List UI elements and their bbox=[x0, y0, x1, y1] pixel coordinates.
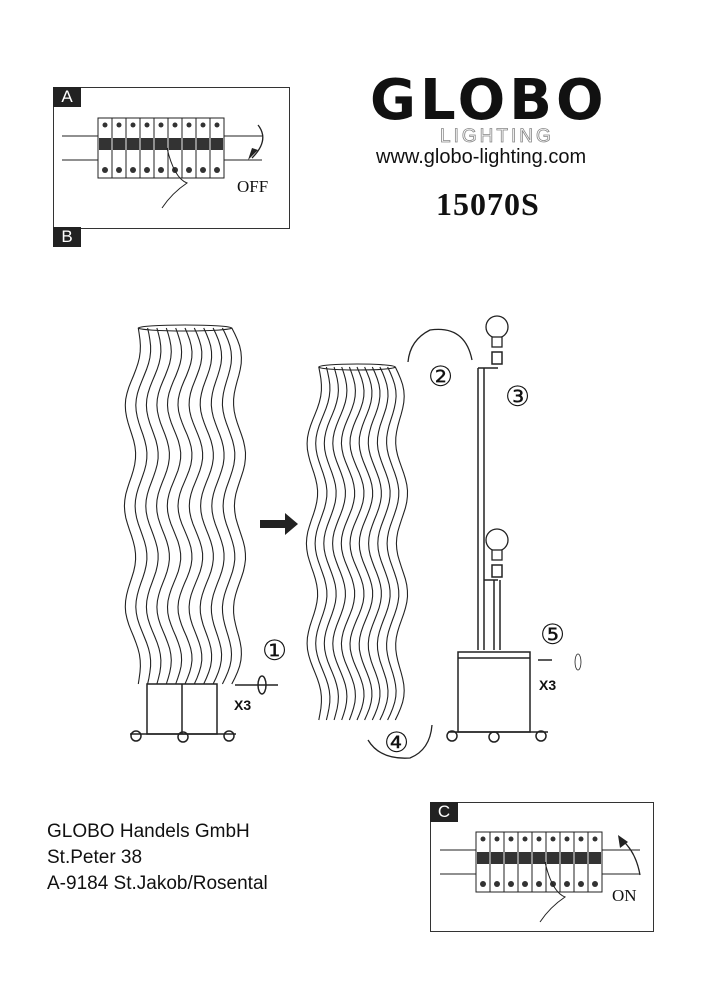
shade-rib bbox=[332, 366, 348, 721]
breaker-off-illustration bbox=[62, 117, 262, 209]
company-city: A-9184 St.Jakob/Rosental bbox=[47, 873, 268, 894]
shade-rib bbox=[199, 327, 214, 685]
model-number: 15070S bbox=[436, 186, 540, 222]
panel-b-label: B bbox=[53, 227, 81, 247]
shade-rim bbox=[137, 324, 233, 332]
shade-rim bbox=[318, 363, 396, 371]
on-arrowhead bbox=[618, 835, 628, 848]
on-text: ON bbox=[612, 886, 637, 905]
shade-rib bbox=[231, 327, 247, 685]
arrow-right-icon bbox=[260, 513, 298, 535]
shade-rib bbox=[188, 327, 204, 685]
light-bulb-icon bbox=[485, 315, 509, 561]
panel-c-label: C bbox=[430, 802, 458, 822]
website-url: www.globo-lighting.com bbox=[376, 146, 587, 168]
step-5: ⑤ bbox=[540, 618, 566, 651]
step-3: ③ bbox=[505, 380, 531, 413]
screw-icon bbox=[235, 675, 278, 695]
off-text: OFF bbox=[237, 177, 269, 196]
brand-logo: GLOBO bbox=[370, 68, 608, 133]
shade-rib bbox=[323, 366, 339, 721]
shade-rib bbox=[376, 366, 391, 721]
shade-rib bbox=[210, 327, 225, 685]
shade-rib bbox=[123, 327, 141, 685]
shade-rib bbox=[134, 327, 152, 685]
shade-rib bbox=[221, 327, 236, 685]
shade-rib bbox=[305, 366, 322, 721]
shade-rib bbox=[367, 366, 382, 721]
breaker-on-illustration bbox=[440, 831, 640, 923]
lamp-shade bbox=[305, 363, 409, 721]
shade-rib bbox=[349, 366, 365, 721]
hand-icon bbox=[539, 861, 567, 923]
quantity-label-1: X3 bbox=[234, 697, 252, 713]
panel-a bbox=[53, 87, 290, 229]
hand-icon bbox=[161, 147, 189, 209]
step-4: ④ bbox=[384, 726, 410, 759]
panel-c bbox=[430, 802, 654, 932]
panel-a-label: A bbox=[53, 87, 81, 107]
step-2: ② bbox=[428, 360, 454, 393]
screw-icon-2 bbox=[538, 653, 582, 671]
company-name: GLOBO Handels GmbH bbox=[47, 821, 250, 842]
shade-rib bbox=[386, 366, 400, 721]
shade-rib bbox=[340, 366, 356, 721]
shade-rib bbox=[156, 327, 172, 685]
shade-rib bbox=[358, 366, 374, 721]
floor-stand bbox=[446, 351, 548, 743]
off-arrow-icon bbox=[251, 124, 264, 159]
shade-rib bbox=[314, 366, 331, 721]
rotate-arrow-icon-2 bbox=[367, 724, 433, 759]
lamp1-base bbox=[130, 683, 236, 743]
shade-rib bbox=[177, 327, 193, 685]
rotate-arrow-icon bbox=[407, 328, 473, 363]
brand-subtitle: LIGHTING bbox=[440, 126, 554, 148]
quantity-label-2: X3 bbox=[539, 677, 557, 693]
off-arrowhead bbox=[248, 148, 258, 160]
shade-rib bbox=[166, 327, 183, 685]
company-street: St.Peter 38 bbox=[47, 847, 143, 868]
shade-rib bbox=[145, 327, 162, 685]
shade-rib bbox=[394, 366, 409, 721]
step-1: ① bbox=[262, 634, 288, 667]
lamp-shade-assembled bbox=[123, 324, 247, 685]
